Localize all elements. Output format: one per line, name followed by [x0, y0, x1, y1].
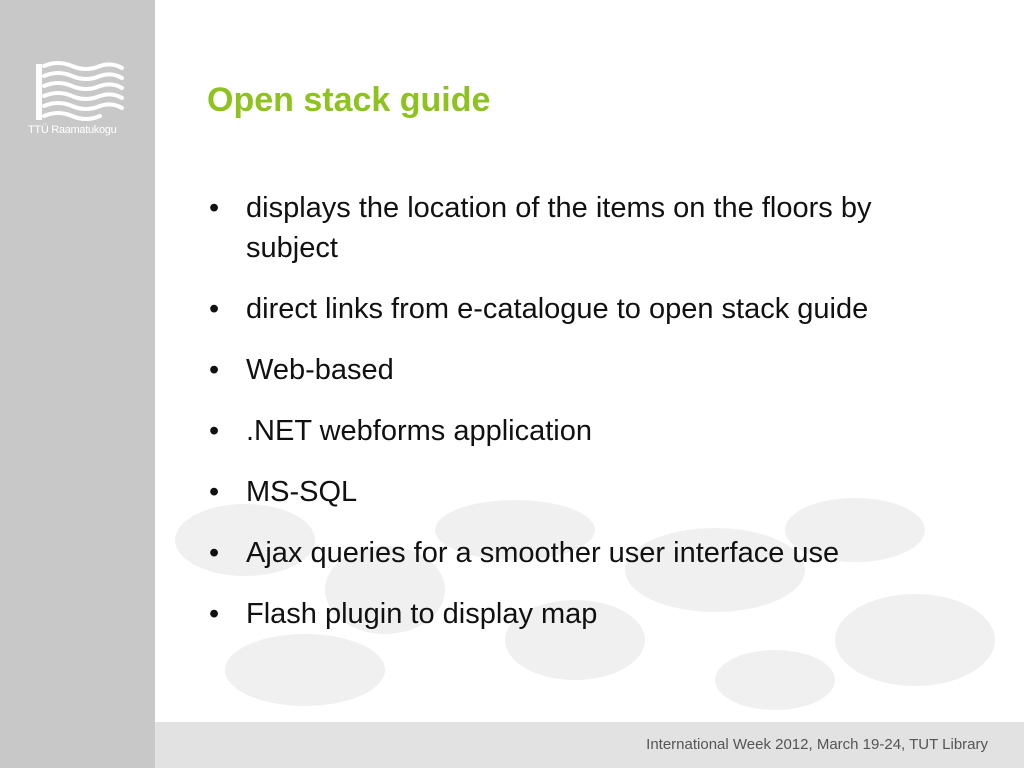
logo-text: TTÜ Raamatukogu	[28, 124, 117, 136]
list-item: • MS-SQL	[205, 472, 965, 512]
library-logo: TTÜ Raamatukogu	[28, 56, 140, 156]
bullet-text: displays the location of the items on th…	[246, 192, 872, 264]
bullet-text: .NET webforms application	[246, 415, 593, 447]
bullet-icon: •	[209, 293, 220, 325]
sidebar: TTÜ Raamatukogu	[0, 0, 155, 768]
bullet-text: Ajax queries for a smoother user interfa…	[246, 537, 840, 569]
footer-bar: International Week 2012, March 19-24, TU…	[155, 722, 1024, 768]
footer-text: International Week 2012, March 19-24, TU…	[646, 736, 988, 753]
list-item: • displays the location of the items on t…	[205, 188, 965, 268]
books-logo-icon	[36, 61, 124, 121]
bullet-icon: •	[209, 476, 220, 508]
bullet-icon: •	[209, 598, 220, 630]
bullet-text: direct links from e-catalogue to open st…	[246, 293, 869, 325]
bullet-icon: •	[209, 537, 220, 569]
bullet-text: Flash plugin to display map	[246, 598, 598, 630]
bullet-icon: •	[209, 192, 220, 224]
bullet-icon: •	[209, 354, 220, 386]
list-item: • Flash plugin to display map	[205, 594, 965, 634]
list-item: • Ajax queries for a smoother user interf…	[205, 533, 965, 573]
list-item: • .NET webforms application	[205, 411, 965, 451]
bullet-icon: •	[209, 415, 220, 447]
list-item: • direct links from e-catalogue to open s…	[205, 289, 965, 329]
list-item: • Web-based	[205, 350, 965, 390]
bullet-text: Web-based	[246, 354, 394, 386]
background-pattern	[155, 470, 1024, 720]
bullet-list: • displays the location of the items on t…	[205, 188, 965, 655]
bullet-text: MS-SQL	[246, 476, 358, 508]
decorative-texture-icon	[175, 498, 995, 710]
slide-title: Open stack guide	[207, 81, 491, 119]
